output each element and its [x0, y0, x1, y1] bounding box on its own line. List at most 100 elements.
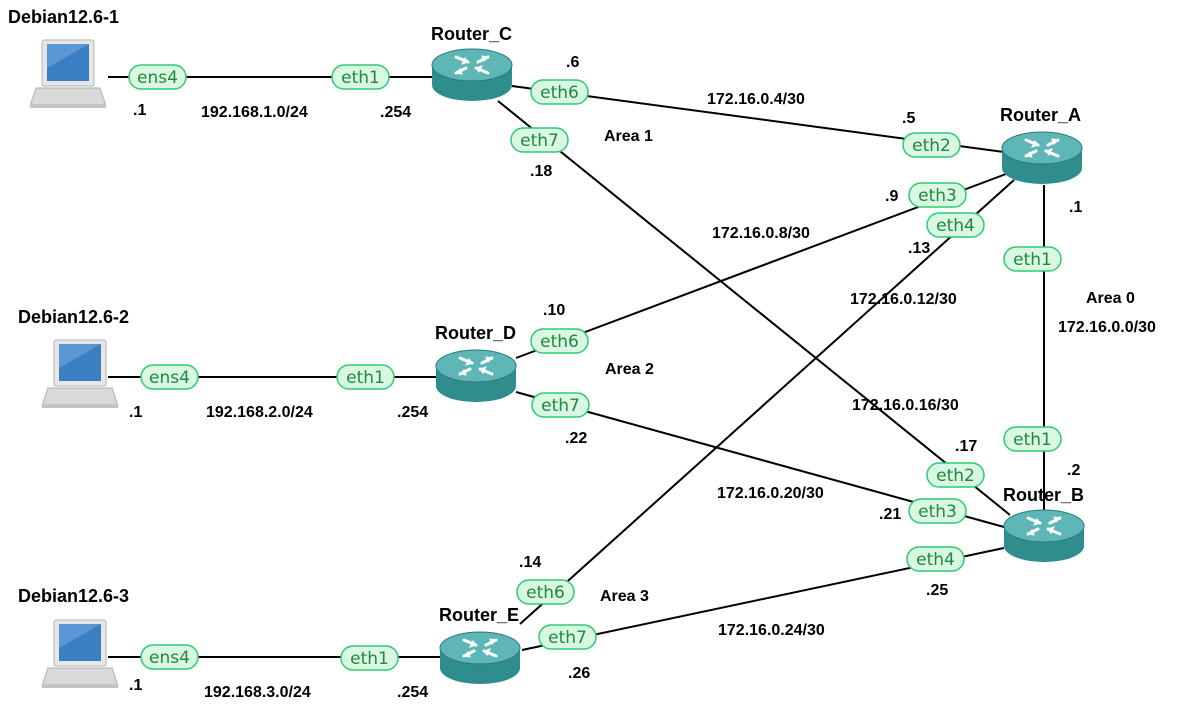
- iface-label: eth2: [936, 466, 975, 486]
- computer-icon[interactable]: [41, 619, 119, 689]
- iface-label: eth1: [346, 368, 385, 388]
- addr-router-a-eth3: .9: [885, 188, 898, 205]
- iface-label: eth1: [1013, 430, 1052, 450]
- iface-debian3-ens4[interactable]: ens4: [140, 644, 199, 670]
- area-2-label: Area 2: [605, 361, 654, 378]
- address-labels: .1 .254 .6 .18 .5 .9 .13 .1 .2 .17 .21 .…: [129, 54, 1082, 701]
- computer-icon[interactable]: [29, 39, 107, 109]
- host-label: Debian12.6-2: [18, 307, 129, 327]
- iface-router-c-eth1[interactable]: eth1: [331, 64, 390, 90]
- addr-router-c-eth6: .6: [566, 54, 579, 71]
- addr-router-b-eth3: .21: [879, 506, 901, 523]
- network-ad-label: 172.16.0.8/30: [712, 225, 810, 242]
- router-e[interactable]: Router_E: [438, 605, 522, 686]
- addr-router-b-eth1: .2: [1067, 462, 1080, 479]
- iface-label: eth2: [912, 136, 951, 156]
- router-icon[interactable]: [438, 630, 522, 686]
- iface-router-a-eth2[interactable]: eth2: [902, 132, 961, 158]
- iface-label: eth1: [1013, 250, 1052, 270]
- addr-router-d-eth6: .10: [543, 302, 565, 319]
- area-3-label: Area 3: [600, 588, 649, 605]
- network-labels: 192.168.1.0/24 192.168.2.0/24 192.168.3.…: [201, 91, 1156, 701]
- iface-router-a-eth3[interactable]: eth3: [908, 182, 967, 208]
- iface-router-b-eth3[interactable]: eth3: [908, 498, 967, 524]
- iface-label: eth6: [526, 583, 565, 603]
- router-label: Router_E: [439, 605, 519, 625]
- link-router-e-router-a[interactable]: [519, 179, 1015, 625]
- iface-label: eth7: [541, 396, 580, 416]
- iface-label: eth3: [918, 186, 957, 206]
- network-db-label: 172.16.0.20/30: [717, 485, 824, 502]
- iface-router-b-eth4[interactable]: eth4: [906, 546, 965, 572]
- router-icon[interactable]: [434, 348, 518, 404]
- router-label: Router_B: [1003, 485, 1084, 505]
- router-label: Router_C: [431, 24, 512, 44]
- router-a[interactable]: Router_A: [1000, 105, 1084, 186]
- network-lan2-label: 192.168.2.0/24: [206, 404, 313, 421]
- router-label: Router_A: [1000, 105, 1081, 125]
- addr-router-c-lan: .254: [380, 104, 411, 121]
- iface-debian1-ens4[interactable]: ens4: [128, 64, 187, 90]
- link-router-c-router-b[interactable]: [497, 100, 1011, 516]
- area-labels: Area 1 Area 2 Area 3 Area 0: [600, 128, 1135, 605]
- iface-label: eth6: [540, 83, 579, 103]
- addr-debian3: .1: [129, 677, 142, 694]
- addr-router-a-eth4: .13: [908, 240, 930, 257]
- iface-label: eth1: [350, 649, 389, 669]
- area-0-label: Area 0: [1086, 290, 1135, 307]
- host-label: Debian12.6-1: [8, 7, 119, 27]
- addr-debian1: .1: [133, 102, 146, 119]
- iface-router-a-eth1[interactable]: eth1: [1003, 246, 1062, 272]
- iface-router-c-eth6[interactable]: eth6: [530, 79, 589, 105]
- iface-label: eth4: [936, 216, 975, 236]
- host-label: Debian12.6-3: [18, 586, 129, 606]
- iface-label: eth7: [520, 131, 559, 151]
- iface-router-c-eth7[interactable]: eth7: [510, 127, 569, 153]
- host-debian3[interactable]: Debian12.6-3: [18, 586, 129, 689]
- iface-label: eth7: [548, 628, 587, 648]
- addr-router-d-eth7: .22: [565, 430, 587, 447]
- iface-router-d-eth6[interactable]: eth6: [530, 328, 589, 354]
- iface-debian2-ens4[interactable]: ens4: [140, 364, 199, 390]
- router-c[interactable]: Router_C: [430, 24, 514, 103]
- area-1-label: Area 1: [604, 128, 653, 145]
- router-icon[interactable]: [1000, 130, 1084, 186]
- router-d[interactable]: Router_D: [434, 323, 518, 404]
- addr-router-a-eth1: .1: [1069, 199, 1082, 216]
- iface-router-a-eth4[interactable]: eth4: [926, 212, 985, 238]
- addr-router-e-eth7: .26: [568, 665, 590, 682]
- iface-label: eth4: [916, 550, 955, 570]
- iface-label: ens4: [137, 68, 178, 88]
- router-icon[interactable]: [1002, 508, 1086, 564]
- router-label: Router_D: [435, 323, 516, 343]
- iface-router-e-eth7[interactable]: eth7: [538, 624, 597, 650]
- addr-router-d-lan: .254: [397, 404, 428, 421]
- network-ca-label: 172.16.0.4/30: [707, 91, 805, 108]
- iface-router-b-eth2[interactable]: eth2: [926, 462, 985, 488]
- computer-icon[interactable]: [41, 339, 119, 409]
- router-b[interactable]: Router_B: [1002, 485, 1086, 564]
- iface-label: eth6: [540, 332, 579, 352]
- iface-label: eth1: [341, 68, 380, 88]
- addr-router-c-eth7: .18: [530, 163, 552, 180]
- links: [108, 76, 1045, 658]
- iface-router-e-eth1[interactable]: eth1: [340, 645, 399, 671]
- iface-router-d-eth1[interactable]: eth1: [336, 364, 395, 390]
- network-lan3-label: 192.168.3.0/24: [204, 684, 311, 701]
- host-debian1[interactable]: Debian12.6-1: [8, 7, 119, 109]
- network-ae-label: 172.16.0.12/30: [850, 291, 957, 308]
- iface-router-b-eth1[interactable]: eth1: [1003, 426, 1062, 452]
- host-debian2[interactable]: Debian12.6-2: [18, 307, 129, 409]
- iface-router-e-eth6[interactable]: eth6: [516, 579, 575, 605]
- network-ab-label: 172.16.0.0/30: [1058, 319, 1156, 336]
- addr-router-e-lan: .254: [397, 684, 428, 701]
- addr-router-e-eth6: .14: [519, 554, 541, 571]
- addr-router-b-eth4: .25: [926, 582, 948, 599]
- iface-router-d-eth7[interactable]: eth7: [531, 392, 590, 418]
- iface-label: eth3: [918, 502, 957, 522]
- network-lan1-label: 192.168.1.0/24: [201, 104, 308, 121]
- network-cb-label: 172.16.0.16/30: [852, 397, 959, 414]
- network-eb-label: 172.16.0.24/30: [718, 622, 825, 639]
- router-icon[interactable]: [430, 47, 514, 103]
